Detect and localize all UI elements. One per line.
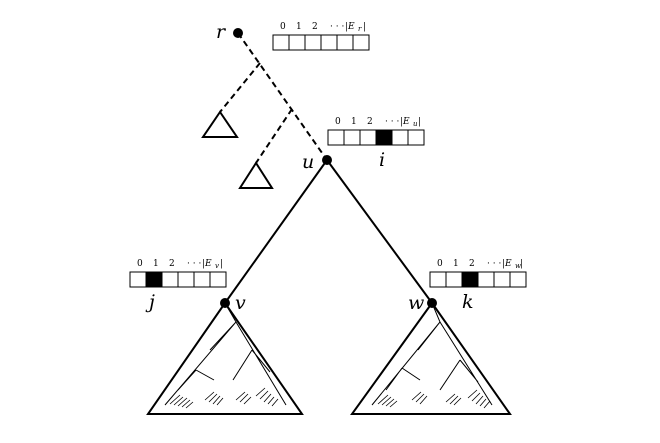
array-v-cell-4 — [193, 271, 211, 288]
array-w-pointer: k — [462, 291, 474, 313]
array-r-cell-0 — [272, 34, 290, 51]
node-v — [220, 298, 230, 308]
array-v-header-1: 1 — [153, 259, 159, 269]
array-w-cell-5 — [509, 271, 527, 288]
array-v-cell-5 — [209, 271, 227, 288]
array-r-header-dots: · · · — [330, 22, 344, 32]
array-w-header-sub: w — [515, 262, 521, 270]
array-v-header-dots: · · · — [187, 259, 201, 269]
array-v-header-close: | — [220, 259, 223, 269]
array-u-header-dots: · · · — [385, 117, 399, 127]
edge-u-v — [224, 159, 328, 304]
node-w — [427, 298, 437, 308]
array-v: 0 1 2 · · · |E v | j — [129, 259, 227, 313]
array-r-header-size: |E — [345, 22, 355, 32]
array-w-cell-3 — [477, 271, 495, 288]
array-v-header-size: |E — [202, 259, 212, 269]
array-u-cell-1 — [343, 129, 361, 146]
array-v-cell-1-marked — [145, 271, 163, 288]
array-v-cell-3 — [177, 271, 195, 288]
node-label-v: v — [235, 292, 246, 314]
array-r: 0 1 2 · · · |E r | — [272, 22, 370, 51]
array-u-cell-3-marked — [375, 129, 393, 146]
array-w-cell-0 — [429, 271, 447, 288]
array-r-cell-3 — [320, 34, 338, 51]
array-u-cell-4 — [391, 129, 409, 146]
array-r-cell-5 — [352, 34, 370, 51]
array-w-cell-4 — [493, 271, 511, 288]
array-w-header-dots: · · · — [487, 259, 501, 269]
dashed-edge-r-u — [237, 32, 328, 161]
array-r-header-close: | — [363, 22, 366, 32]
array-v-header-sub: v — [215, 262, 219, 270]
array-r-cell-1 — [288, 34, 306, 51]
node-label-u: u — [302, 151, 314, 173]
node-u — [322, 155, 332, 165]
array-r-header-2: 2 — [312, 22, 318, 32]
subtree-v — [146, 301, 304, 415]
array-v-cell-2 — [161, 271, 179, 288]
array-v-cell-0 — [129, 271, 147, 288]
array-v-header-2: 2 — [169, 259, 175, 269]
array-r-header-sub: r — [358, 25, 362, 33]
array-r-cell-2 — [304, 34, 322, 51]
array-u-header-2: 2 — [367, 117, 373, 127]
hanging-subtree-2 — [238, 161, 274, 189]
array-w-header-close: | — [520, 259, 523, 269]
array-w-header-1: 1 — [453, 259, 459, 269]
array-w-header-2: 2 — [469, 259, 475, 269]
array-u-header-1: 1 — [351, 117, 357, 127]
array-u-cell-2 — [359, 129, 377, 146]
array-r-header-1: 1 — [296, 22, 302, 32]
array-u: 0 1 2 · · · |E u | i — [327, 117, 425, 171]
dashed-edge-to-subtree-1 — [219, 62, 261, 113]
edge-u-w — [326, 159, 433, 304]
array-u-header-sub: u — [413, 120, 418, 128]
hanging-subtree-1 — [201, 110, 239, 138]
array-u-cell-5 — [407, 129, 425, 146]
node-label-r: r — [216, 21, 227, 43]
array-w-cell-1 — [445, 271, 463, 288]
node-label-w: w — [408, 292, 424, 314]
array-r-cell-4 — [336, 34, 354, 51]
dashed-edge-to-subtree-2 — [255, 108, 293, 164]
array-u-header-close: | — [418, 117, 421, 127]
array-w-header-0: 0 — [437, 259, 443, 269]
array-v-pointer: j — [145, 291, 155, 313]
node-r — [233, 28, 243, 38]
subtree-w — [350, 301, 512, 415]
array-r-header-0: 0 — [280, 22, 286, 32]
array-u-header-0: 0 — [335, 117, 341, 127]
array-w: 0 1 2 · · · |E w | k — [429, 259, 527, 313]
array-w-cell-2-marked — [461, 271, 479, 288]
array-u-pointer: i — [379, 149, 385, 171]
array-w-header-size: |E — [502, 259, 512, 269]
array-v-header-0: 0 — [137, 259, 143, 269]
array-u-header-size: |E — [400, 117, 410, 127]
array-u-cell-0 — [327, 129, 345, 146]
